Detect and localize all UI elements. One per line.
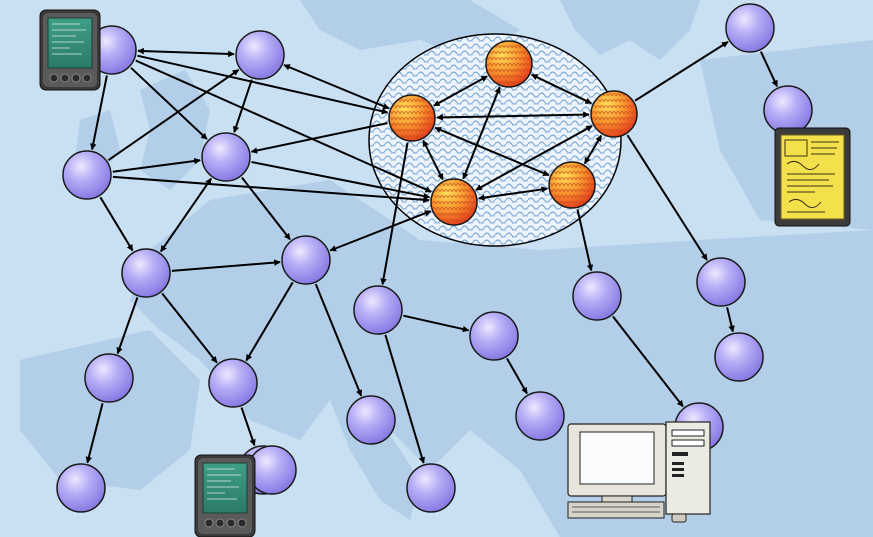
land-iberia — [20, 330, 200, 490]
edge-o2-o3 — [531, 73, 592, 105]
edge-o1-a5 — [250, 122, 388, 154]
nodes-layer — [56, 3, 813, 513]
peer-node-d2 — [763, 85, 813, 135]
edge-a7-a10 — [314, 283, 363, 397]
edge-o1-o3 — [436, 111, 590, 121]
peer-node-a7 — [281, 235, 331, 285]
peer-node-b4 — [406, 463, 456, 513]
peer-node-a6 — [121, 248, 171, 298]
edge-b1-b2 — [403, 314, 470, 333]
edge-o5-c1 — [576, 209, 594, 272]
edge-o3-d1 — [634, 41, 729, 102]
peer-node-d4 — [714, 332, 764, 382]
edge-a5-a6 — [159, 177, 213, 253]
edge-o3-o4 — [475, 125, 593, 191]
edge-a1-a5 — [130, 67, 208, 140]
edges-layer — [85, 41, 779, 464]
edge-a4-a2 — [107, 68, 240, 162]
peer-node-a9 — [208, 358, 258, 408]
land-british-isles — [140, 70, 210, 190]
tablet-icon — [774, 127, 851, 227]
edge-a1-o4 — [135, 59, 432, 193]
edge-a1-a4 — [90, 75, 108, 151]
edge-o4-a7 — [329, 210, 432, 252]
peer-node-a10 — [346, 395, 396, 445]
core-node-o3 — [590, 90, 638, 138]
edge-a6-a9 — [161, 292, 218, 364]
edge-o4-o5 — [478, 186, 548, 201]
core-node-o2 — [485, 40, 533, 88]
peer-node-a4 — [62, 150, 112, 200]
edge-a2-o1 — [283, 64, 390, 110]
edge-o3-d3 — [626, 134, 708, 261]
desktop-computer-icon — [567, 421, 711, 523]
core-node-o1 — [388, 94, 436, 142]
edge-o1-o2 — [433, 75, 488, 107]
edge-a5-a7 — [241, 176, 291, 241]
peer-node-b2 — [469, 311, 519, 361]
core-node-o4 — [430, 178, 478, 226]
edge-a6-a7 — [171, 259, 281, 272]
peer-node-a8 — [84, 353, 134, 403]
land-scandinavia — [560, 0, 700, 60]
edge-o3-o5 — [583, 134, 603, 165]
edge-b1-b4 — [384, 334, 426, 464]
peer-node-d1 — [725, 3, 775, 53]
peer-node-b1 — [353, 285, 403, 335]
core-node-o5 — [548, 161, 596, 209]
edge-b2-b3 — [506, 358, 528, 395]
peer-node-c1 — [572, 271, 622, 321]
edge-c1-c2 — [612, 315, 684, 408]
edge-a7-a9 — [245, 281, 294, 362]
peer-node-a2 — [235, 30, 285, 80]
edge-d1-d2 — [759, 51, 779, 87]
edge-a4-a5 — [112, 157, 201, 173]
edge-a8-a11 — [85, 402, 104, 464]
peer-node-a5 — [201, 132, 251, 182]
edge-a2-a5 — [232, 79, 253, 133]
edge-a4-a6 — [99, 196, 134, 252]
edge-o1-b1 — [380, 142, 409, 286]
pda-icon — [194, 454, 256, 537]
edge-a9-a12 — [240, 407, 256, 447]
edge-a1-a2 — [137, 47, 235, 58]
edge-a6-a8 — [116, 297, 139, 355]
edge-d3-d4 — [726, 307, 735, 333]
peer-node-d3 — [696, 257, 746, 307]
peer-node-b3 — [515, 391, 565, 441]
pda-icon — [39, 9, 101, 91]
peer-node-a11 — [56, 463, 106, 513]
